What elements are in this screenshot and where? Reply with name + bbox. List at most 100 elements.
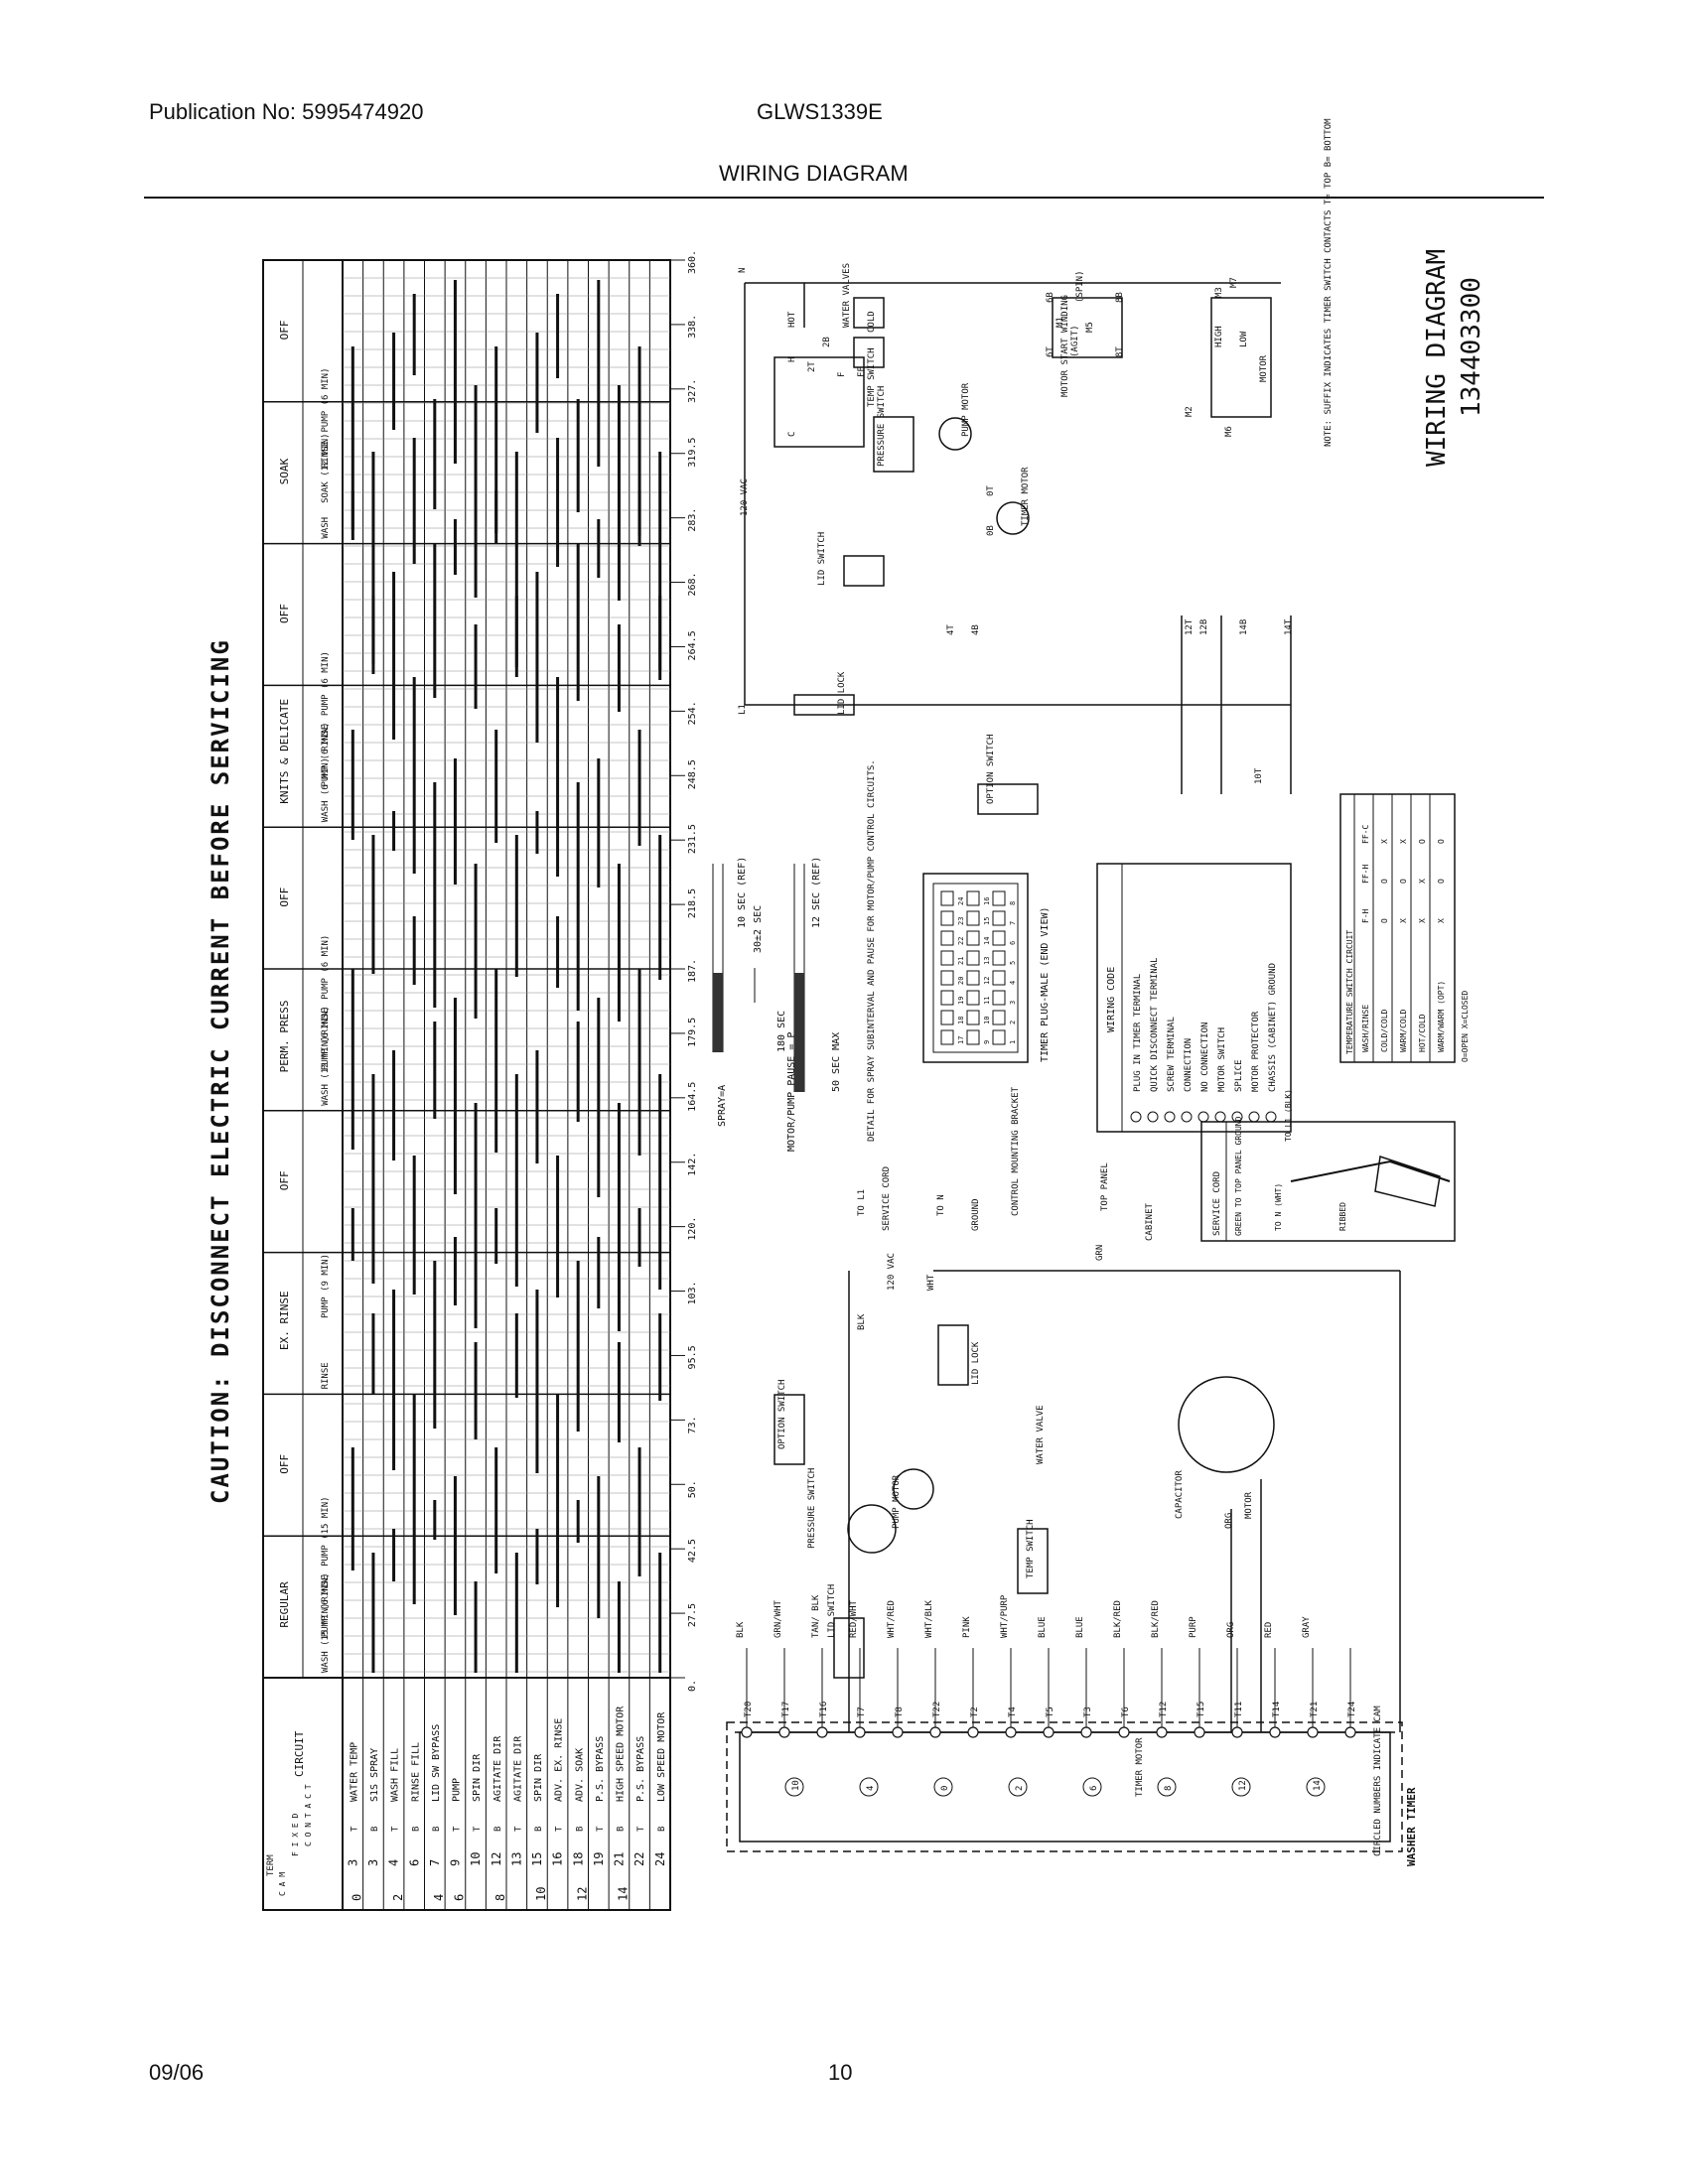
plug-pin-number: 19: [957, 997, 965, 1005]
contact-position: B: [534, 1827, 544, 1832]
schematic-label: H: [787, 357, 797, 362]
harness-component: CONTROL MOUNTING BRACKET: [1011, 1086, 1021, 1216]
schematic-label: 120 VAC: [740, 478, 750, 516]
temp-cell: X: [1437, 918, 1446, 923]
degree-mark: 27.5: [687, 1603, 698, 1627]
plug-pin: [940, 1010, 954, 1025]
terminal-label: T8: [895, 1706, 905, 1717]
schematic-label: WATER VALVES: [842, 263, 852, 328]
plug-pin-number: 2: [1009, 1021, 1017, 1024]
terminal-label: T21: [1310, 1702, 1320, 1717]
harness-terminal: [967, 1726, 979, 1738]
wire-color-label: BLK/RED: [1113, 1600, 1123, 1638]
contact-number: 12: [490, 1852, 503, 1866]
degree-mark: 103.: [687, 1281, 698, 1304]
cord-label: BLK: [857, 1313, 867, 1330]
temp-cell: X: [1418, 918, 1427, 923]
wiring-code-title: WIRING CODE: [1106, 967, 1117, 1032]
degree-mark: 179.5: [687, 1018, 698, 1047]
plug-pin: [992, 1010, 1006, 1025]
terminal-label: T6: [1121, 1706, 1131, 1717]
harness-component: LID LOCK: [971, 1341, 981, 1385]
contact-position: T: [350, 1826, 359, 1832]
temp-cell: X: [1399, 918, 1408, 923]
plug-pin: [992, 930, 1006, 946]
degree-mark: 327.: [687, 379, 698, 403]
wire-color-label: RED: [1264, 1622, 1274, 1638]
degree-mark: 231.5: [687, 824, 698, 854]
schematic-label: OPTION SWITCH: [986, 735, 996, 804]
temp-cell: O: [1437, 879, 1446, 884]
cycle-step: PUMP (6 MIN): [321, 1572, 331, 1637]
terminal-label: T7: [857, 1706, 867, 1717]
timing-label-4: 180 SEC: [776, 1011, 787, 1052]
contact-number: 16: [551, 1852, 565, 1866]
plug-pin: [940, 930, 954, 946]
contact-number: 18: [571, 1852, 585, 1866]
service-cord-title: SERVICE CORD: [1212, 1171, 1222, 1236]
contact-position: B: [370, 1827, 380, 1832]
temp-cell: O: [1380, 879, 1389, 884]
schematic-label: M7: [1229, 277, 1239, 288]
plug-pin: [966, 890, 980, 906]
harness-footer-1: CIRCLED NUMBERS INDICATE CAM: [1373, 1706, 1383, 1856]
plug-pin: [992, 950, 1006, 966]
harness-terminal: [741, 1726, 753, 1738]
plug-pin: [966, 910, 980, 926]
cord-label-ribbed: RIBBED: [1338, 1202, 1347, 1231]
harness-component: WATER VALVE: [1036, 1405, 1046, 1464]
temp-cell: O: [1418, 839, 1427, 844]
plug-pin-number: 1: [1009, 1040, 1017, 1044]
wire-color-label: BLK/RED: [1151, 1600, 1161, 1638]
harness-terminal: [778, 1726, 790, 1738]
degree-mark: 73.: [687, 1416, 698, 1433]
schematic-label: 6B: [1046, 292, 1055, 303]
degree-mark: 283.: [687, 508, 698, 532]
plug-pin: [940, 1029, 954, 1045]
contact-number: 3: [366, 1859, 380, 1866]
temp-cell: F-H: [1361, 908, 1370, 923]
plug-pin-number: 12: [983, 977, 991, 985]
degree-mark: 338.: [687, 315, 698, 339]
contact-position: T: [513, 1826, 523, 1832]
circuit-label: AGITATE DIR: [512, 1735, 523, 1802]
schematic-label: LID LOCK: [837, 671, 847, 715]
timer-plug: 242322212019181716151413121110987654321 …: [922, 873, 1051, 1063]
cam-number: 6: [453, 1894, 467, 1901]
degree-mark: 264.5: [687, 630, 698, 660]
schematic-label: F: [837, 372, 847, 377]
wire-color-label: BLUE: [1075, 1616, 1085, 1638]
circuit-label: WASH FILL: [390, 1748, 401, 1802]
harness-component: TEMP SWITCH: [1026, 1519, 1036, 1578]
plug-pin-number: 22: [957, 937, 965, 945]
timing-label-1: 10 SEC (REF): [737, 857, 748, 928]
wiring-code-item: PLUG IN TIMER TERMINAL: [1133, 974, 1143, 1092]
contact-position: T: [473, 1826, 483, 1832]
header-rule: [144, 197, 1544, 199]
wiring-code-item: SCREW TERMINAL: [1167, 1017, 1177, 1092]
wiring-code-item: MOTOR SWITCH: [1217, 1027, 1227, 1092]
plug-pin: [940, 910, 954, 926]
plug-pin-number: 9: [983, 1040, 991, 1044]
contact-position: B: [657, 1827, 667, 1832]
degree-mark: 50.: [687, 1480, 698, 1498]
contact-position: B: [411, 1827, 421, 1832]
contact-position: T: [596, 1826, 606, 1832]
pause-label: MOTOR/PUMP PAUSE = P: [786, 1032, 797, 1152]
plug-pin: [992, 910, 1006, 926]
schematic-label: FF: [857, 366, 867, 377]
cycle-step: PUMP (9 MIN): [321, 1254, 331, 1318]
terminal-label: T24: [1347, 1702, 1357, 1717]
degree-mark: 142.: [687, 1153, 698, 1176]
contact-number: 7: [428, 1859, 442, 1866]
plug-pin-number: 3: [1009, 1001, 1017, 1005]
plug-pin: [966, 1010, 980, 1025]
schematic-label: (SPIN): [1075, 270, 1085, 303]
timing-detail: 10 SEC (REF) 30±2 SEC 12 SEC (REF) 180 S…: [712, 759, 877, 1142]
spray-label: SPRAY=A: [717, 1085, 728, 1127]
cam-number: 8: [493, 1894, 507, 1901]
degree-mark: 268.: [687, 572, 698, 596]
plug-pin-number: 24: [957, 897, 965, 905]
